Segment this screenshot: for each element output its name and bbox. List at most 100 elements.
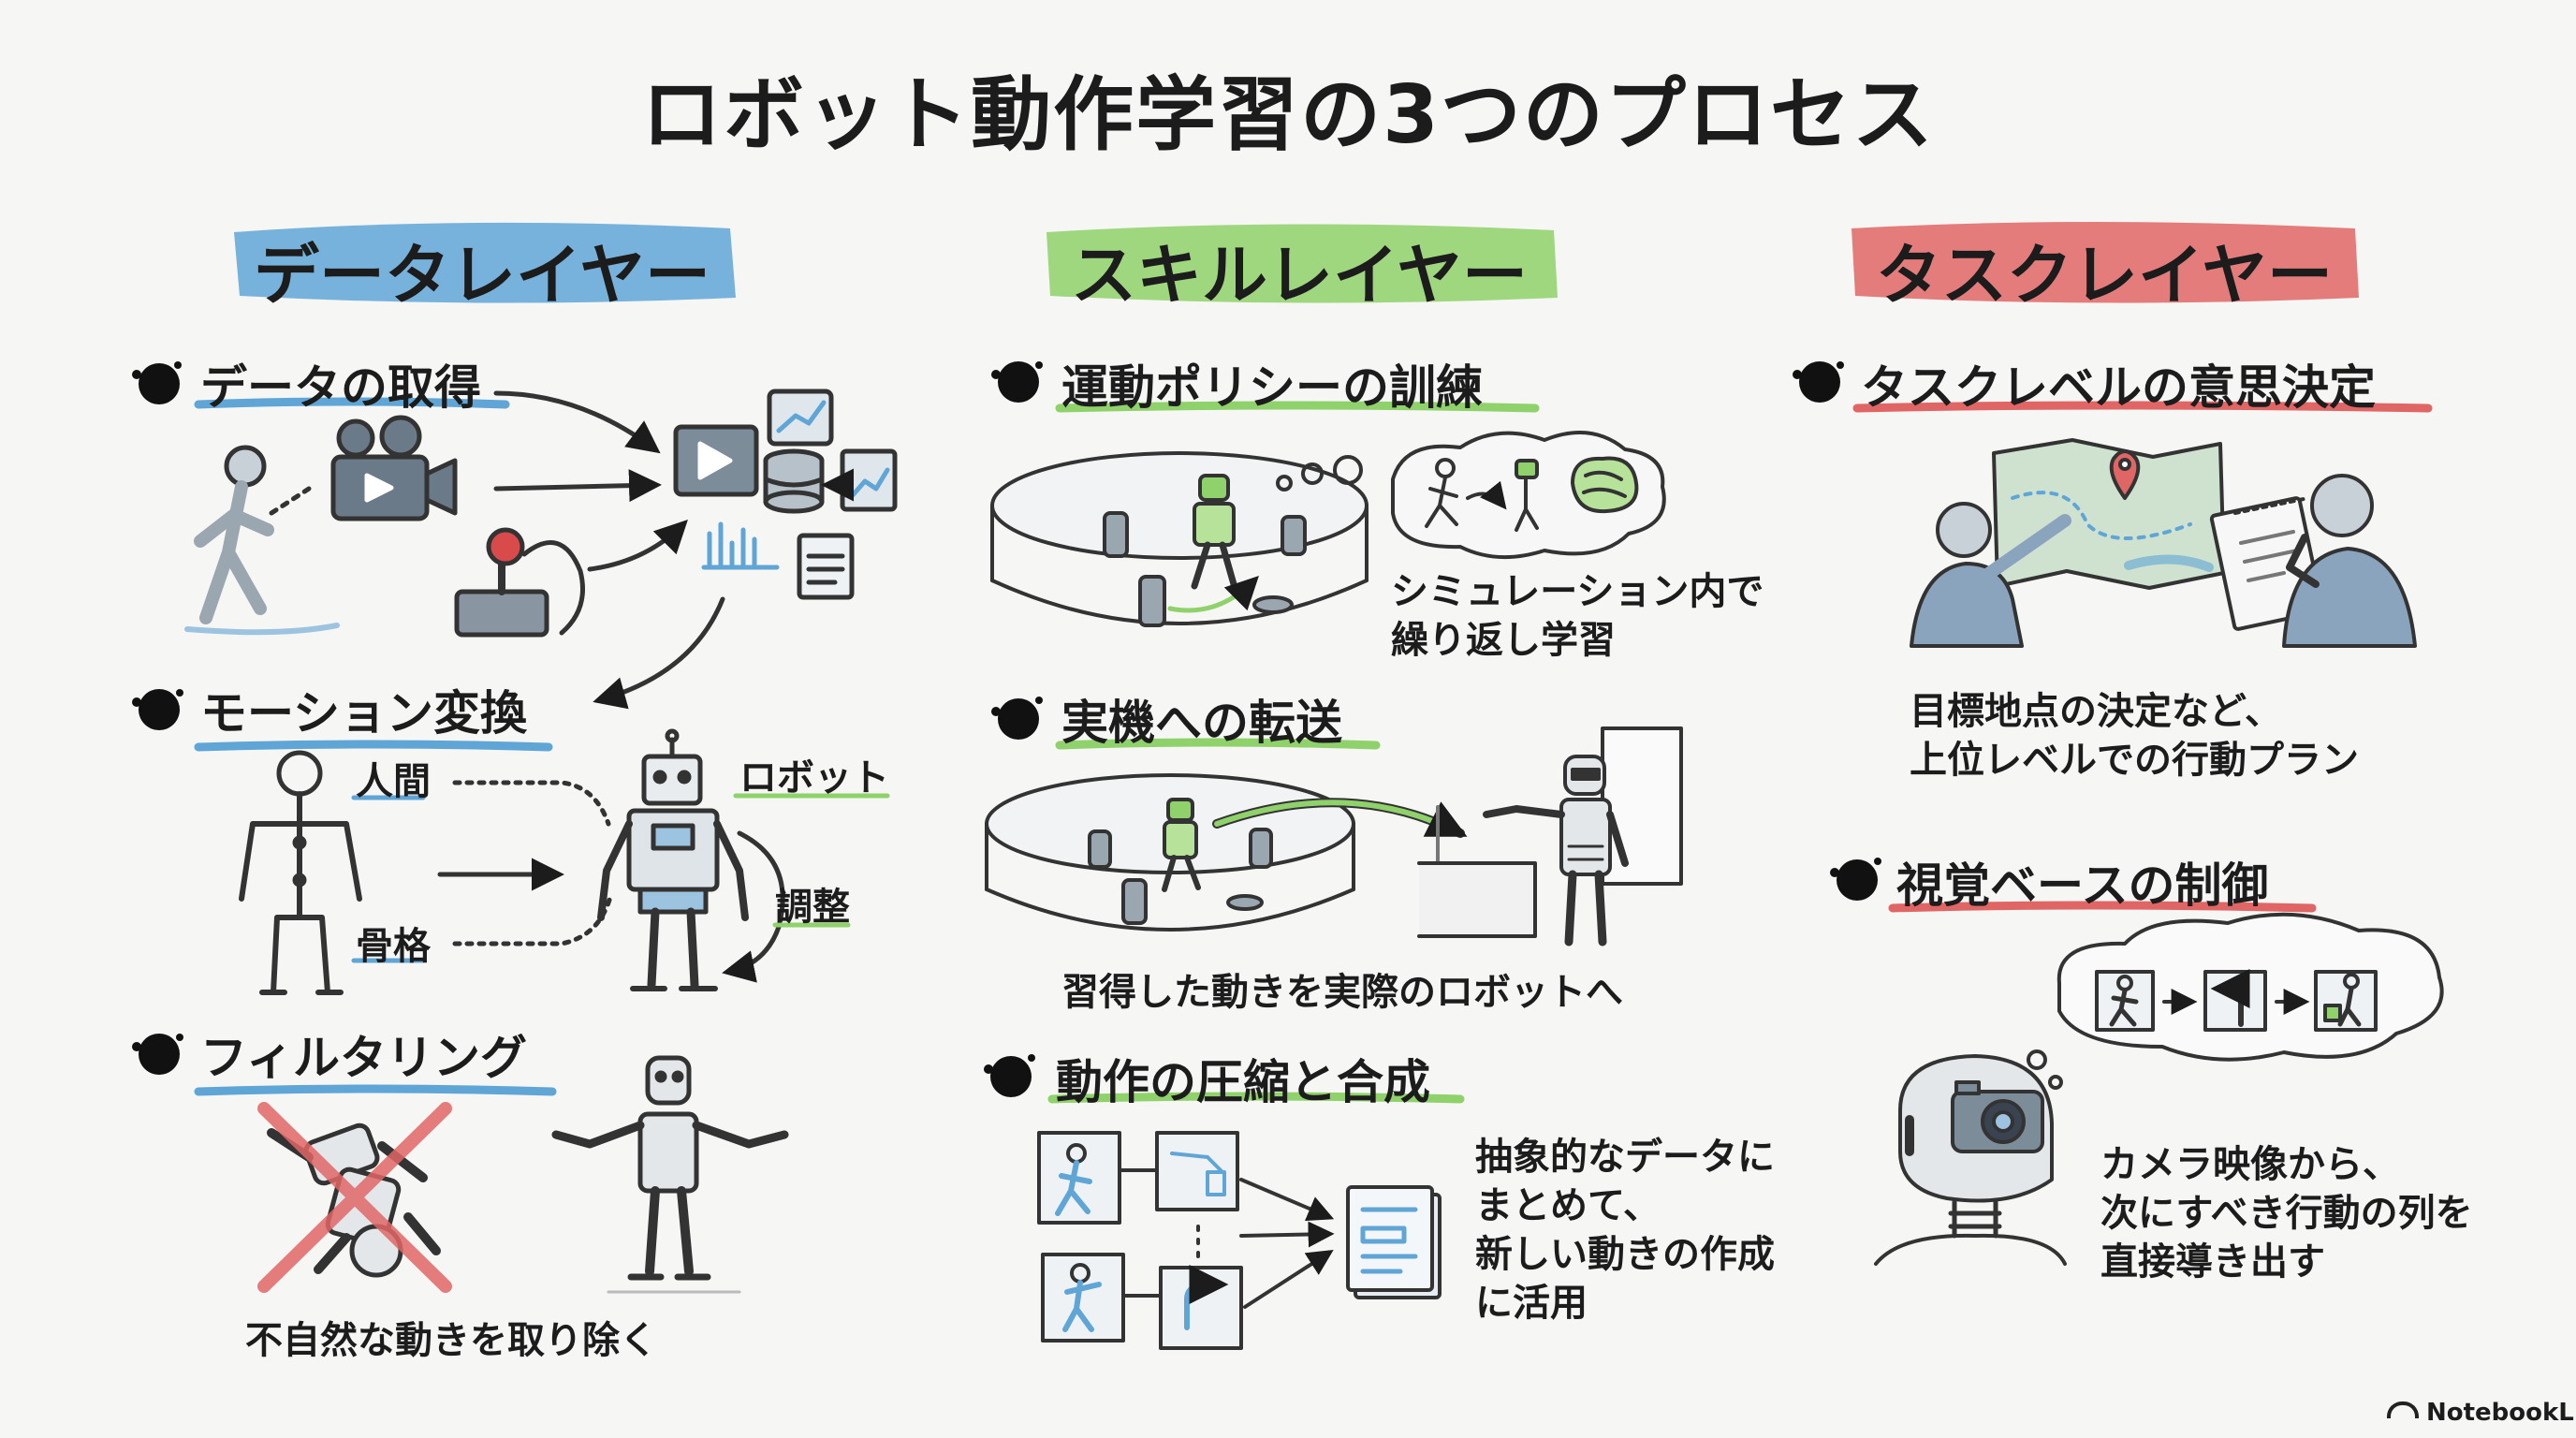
caption-sim-to-real: 習得した動きを実際のロボットへ	[1061, 971, 1623, 1014]
skeleton-figure-icon	[239, 750, 362, 995]
caption-vision-line-1: カメラ映像から、	[2100, 1143, 2400, 1186]
thought-bubble-dot	[2048, 1075, 2063, 1090]
arrow-icon	[1243, 1249, 1334, 1309]
section-heading-task-decision: タスクレベルの意思決定	[1861, 360, 2376, 415]
simulation-arena-icon	[990, 451, 1368, 627]
caption-compression-line-2: まとめて、	[1475, 1184, 1661, 1227]
bullet-icon	[139, 689, 180, 730]
label-robot: ロボット	[739, 756, 889, 800]
map-icon	[1992, 438, 2226, 590]
caption-vision-line-2: 次にすべき行動の列を	[2100, 1192, 2473, 1235]
motion-frame-reach	[1041, 1253, 1125, 1343]
sim-to-real-illustration	[985, 726, 1683, 946]
data-storage-icon	[673, 389, 898, 600]
page-title: ロボット動作学習の3つのプロセス	[641, 68, 1935, 162]
policy-training-illustration	[990, 431, 1666, 627]
label-skeleton: 骨格	[356, 925, 431, 968]
ink-bullets	[132, 361, 1881, 1097]
section-heading-filtering: フィルタリング	[200, 1031, 527, 1085]
caption-policy-line-1: シミュレーション内で	[1391, 570, 1764, 613]
data-acquisition-illustration	[184, 389, 898, 710]
bullet-icon	[998, 361, 1039, 403]
bullet-icon	[1837, 859, 1878, 901]
label-adjust: 調整	[775, 886, 850, 929]
caption-compression-line-1: 抽象的なデータに	[1475, 1136, 1775, 1179]
skill-layer-brush	[1046, 224, 1558, 303]
arrow-icon	[493, 469, 662, 503]
bullet-icon	[998, 698, 1039, 740]
arrow-icon	[593, 596, 725, 710]
section-heading-policy-training: 運動ポリシーの訓練	[1061, 360, 1483, 415]
motion-conversion-illustration	[239, 728, 890, 995]
arrow-icon	[1239, 1178, 1335, 1222]
map-pin-icon	[2109, 449, 2141, 500]
robot-icon	[1191, 474, 1237, 590]
caption-compression-line-3: 新しい動きの作成	[1475, 1233, 1775, 1276]
thought-bubble-dot	[1333, 455, 1363, 485]
brain-thought-bubble	[1391, 431, 1666, 560]
real-lab-scene	[1417, 726, 1683, 946]
caption-task-line-2: 上位レベルでの行動プラン	[1910, 739, 2359, 782]
underline-task-decision	[1852, 401, 2433, 413]
underline-motion-conversion	[194, 740, 553, 752]
caption-vision-line-3: 直接導き出す	[2100, 1240, 2325, 1284]
watermark-text: NotebookLM	[2426, 1399, 2576, 1427]
section-heading-sim-to-real: 実機への転送	[1061, 696, 1342, 750]
thought-bubble-dot	[1276, 475, 1293, 492]
underline-sim-to-real	[1055, 738, 1381, 750]
data-layer-brush	[234, 222, 736, 303]
section-heading-motion-conversion: モーション変換	[200, 686, 527, 741]
cross-icon	[257, 1102, 452, 1293]
data-layer-title: データレイヤー	[254, 237, 710, 314]
compression-illustration	[1037, 1131, 1442, 1350]
arrow-icon	[722, 830, 785, 983]
joystick-icon	[454, 527, 585, 638]
motion-frame-turn	[1159, 1266, 1243, 1350]
label-human: 人間	[356, 760, 431, 803]
writing-person-icon	[2282, 474, 2417, 648]
task-layer-title: タスクレイヤー	[1876, 237, 2333, 314]
caption-filtering: 不自然な動きを取り除く	[245, 1319, 657, 1362]
simulation-arena-icon	[985, 773, 1355, 932]
layer-highlights	[234, 222, 2359, 303]
humanoid-robot-icon	[1483, 755, 1629, 946]
underline-policy-training	[1055, 401, 1540, 413]
video-camera-icon	[330, 415, 458, 521]
notebooklm-logo-icon	[2387, 1401, 2419, 1418]
thought-bubble-dot	[1301, 462, 1324, 485]
action-thought-bubble	[2056, 912, 2444, 1062]
underline-compression	[1047, 1092, 1465, 1104]
arrow-icon	[1239, 1221, 1335, 1248]
caption-compression-line-4: に活用	[1475, 1282, 1588, 1325]
walking-person-icon	[184, 445, 340, 636]
pointing-person-icon	[1910, 502, 2071, 648]
caption-policy-line-2: 繰り返し学習	[1391, 619, 1616, 662]
heading-underlines	[194, 397, 2433, 1104]
section-heading-vision-control: 視覚ベースの制御	[1896, 858, 2269, 913]
task-layer-brush	[1852, 222, 2359, 303]
arrow-icon	[587, 520, 688, 572]
bullet-icon	[139, 363, 180, 404]
thought-bubble-dot	[2027, 1049, 2047, 1070]
arrow-icon	[493, 390, 661, 454]
caption-task-line-1: 目標地点の決定など、	[1910, 690, 2282, 733]
section-heading-compression: 動作の圧縮と合成	[1056, 1055, 1430, 1109]
standing-robot-icon	[551, 1055, 789, 1294]
bullet-icon	[139, 1034, 180, 1075]
watermark: NotebookLM	[2387, 1399, 2576, 1427]
underline-vision-control	[1888, 901, 2317, 913]
section-heading-data-acquisition: データの取得	[200, 360, 481, 415]
underline-data-acquisition	[194, 397, 510, 409]
skill-layer-title: スキルレイヤー	[1071, 237, 1528, 314]
robot-icon	[597, 728, 749, 991]
vision-control-illustration	[1874, 912, 2444, 1266]
bullet-icon	[990, 1056, 1032, 1097]
underline-filtering	[194, 1084, 557, 1096]
task-decision-illustration	[1910, 438, 2417, 648]
document-stack-icon	[1346, 1185, 1442, 1299]
camera-head-robot-icon	[1874, 1054, 2067, 1266]
filtering-illustration	[257, 1055, 789, 1294]
bullet-icon	[1799, 361, 1840, 403]
